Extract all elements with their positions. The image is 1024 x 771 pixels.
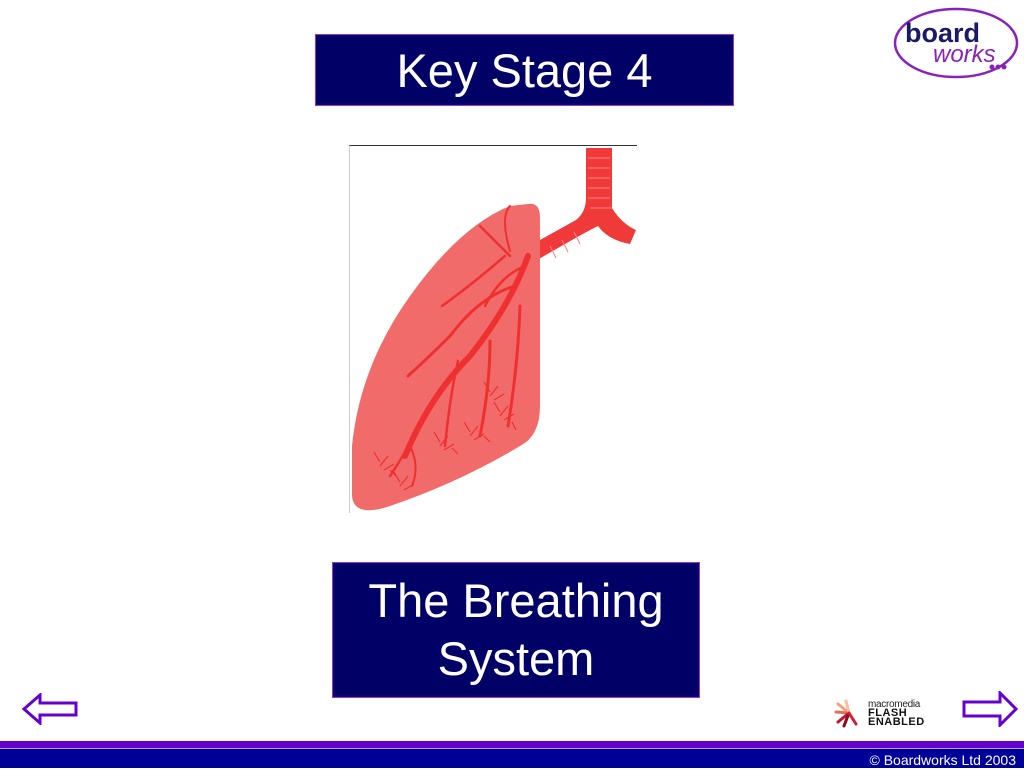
flash-badge-line-2: FLASH bbox=[868, 706, 908, 719]
next-slide-button[interactable] bbox=[962, 689, 1019, 729]
boardworks-logo-icon: board works bbox=[893, 7, 1019, 79]
copyright-text: © Boardworks Ltd 2003 bbox=[869, 752, 1016, 768]
footer-bar: © Boardworks Ltd 2003 bbox=[0, 749, 1024, 768]
subtitle-line-2: System bbox=[437, 632, 595, 685]
previous-slide-button[interactable] bbox=[21, 691, 78, 727]
lung-illustration-icon bbox=[352, 148, 636, 511]
slide-title: Key Stage 4 bbox=[315, 34, 734, 106]
boardworks-logo: board works bbox=[893, 6, 1019, 80]
lung-image bbox=[349, 145, 637, 513]
slide-subtitle: The Breathing System bbox=[332, 562, 700, 698]
subtitle-line-1: The Breathing bbox=[368, 574, 664, 627]
svg-text:board: board bbox=[905, 18, 980, 48]
macromedia-flash-badge: macromedia FLASH ENABLED bbox=[834, 697, 942, 729]
arrow-left-icon bbox=[21, 691, 78, 727]
flash-badge-line-1: macromedia bbox=[868, 698, 921, 710]
footer-divider bbox=[0, 748, 1024, 749]
flash-burst-icon bbox=[834, 699, 858, 728]
flash-badge-line-3: ENABLED bbox=[868, 715, 925, 728]
svg-text:works: works bbox=[933, 41, 996, 68]
arrow-right-icon bbox=[962, 689, 1019, 729]
footer-accent-band bbox=[0, 741, 1024, 748]
slide-title-text: Key Stage 4 bbox=[396, 43, 653, 97]
